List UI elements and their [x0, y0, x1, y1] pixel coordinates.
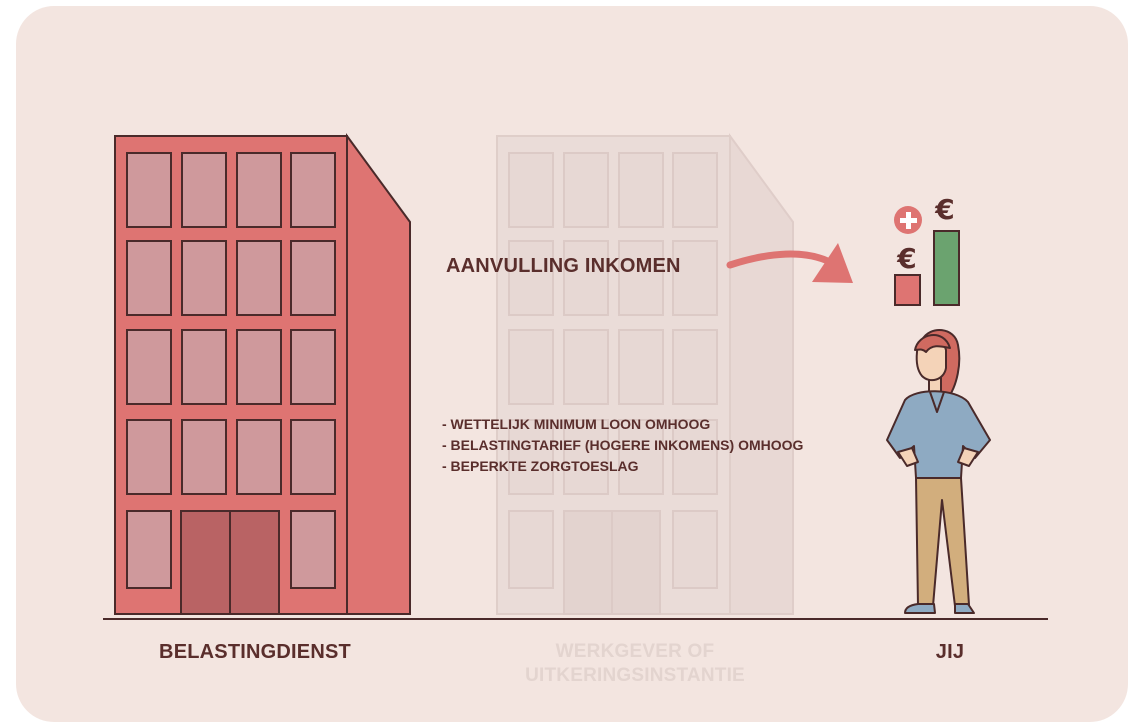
belastingdienst-building-icon	[114, 132, 411, 615]
window	[508, 510, 554, 589]
werkgever-label: WERKGEVER OF UITKERINGSINSTANTIE	[470, 640, 800, 688]
werkgever-building-icon	[496, 132, 794, 615]
door-left	[180, 510, 231, 615]
door-right	[229, 510, 280, 615]
arrow-icon	[726, 243, 853, 283]
window	[236, 240, 282, 316]
person-icon	[886, 329, 991, 614]
window	[126, 240, 172, 316]
window	[181, 152, 227, 228]
window	[290, 419, 336, 495]
window	[563, 240, 609, 316]
window	[181, 240, 227, 316]
list-item: - BELASTINGTARIEF (HOGERE INKOMENS) OMHO…	[442, 437, 804, 453]
window	[508, 419, 554, 495]
window	[672, 419, 718, 495]
werkgever-label-line1: WERKGEVER OF	[555, 641, 715, 662]
window	[672, 329, 718, 405]
window	[126, 510, 172, 589]
window	[181, 329, 227, 405]
window	[508, 329, 554, 405]
window	[290, 152, 336, 228]
window	[290, 329, 336, 405]
window	[236, 152, 282, 228]
notes-list: - WETTELIJK MINIMUM LOON OMHOOG - BELAST…	[442, 414, 803, 477]
aanvulling-inkomen-label: AANVULLING INKOMEN	[446, 255, 681, 277]
window	[236, 329, 282, 405]
window	[563, 419, 609, 495]
list-item: - BEPERKTE ZORGTOESLAG	[442, 458, 639, 474]
door	[611, 510, 661, 615]
euro-icon: €	[896, 242, 916, 275]
euro-icon: €	[934, 193, 954, 226]
window	[236, 419, 282, 495]
window	[672, 510, 718, 589]
window	[508, 152, 554, 228]
window	[672, 152, 718, 228]
window	[508, 240, 554, 316]
window	[618, 152, 664, 228]
jij-label: JIJ	[935, 641, 965, 663]
belastingdienst-label: BELASTINGDIENST	[159, 641, 351, 663]
window	[126, 152, 172, 228]
window	[618, 240, 664, 316]
window	[126, 329, 172, 405]
window	[618, 329, 664, 405]
window	[290, 240, 336, 316]
window	[618, 419, 664, 495]
bar-increased	[933, 230, 960, 306]
window	[126, 419, 172, 495]
window	[290, 510, 336, 589]
window	[672, 240, 718, 316]
list-item: - WETTELIJK MINIMUM LOON OMHOOG	[442, 416, 711, 432]
bar-current	[894, 274, 921, 306]
werkgever-label-line2: UITKERINGSINSTANTIE	[525, 665, 745, 686]
income-bars: € €	[894, 193, 960, 306]
door	[563, 510, 613, 615]
window	[563, 152, 609, 228]
window	[563, 329, 609, 405]
window	[181, 419, 227, 495]
